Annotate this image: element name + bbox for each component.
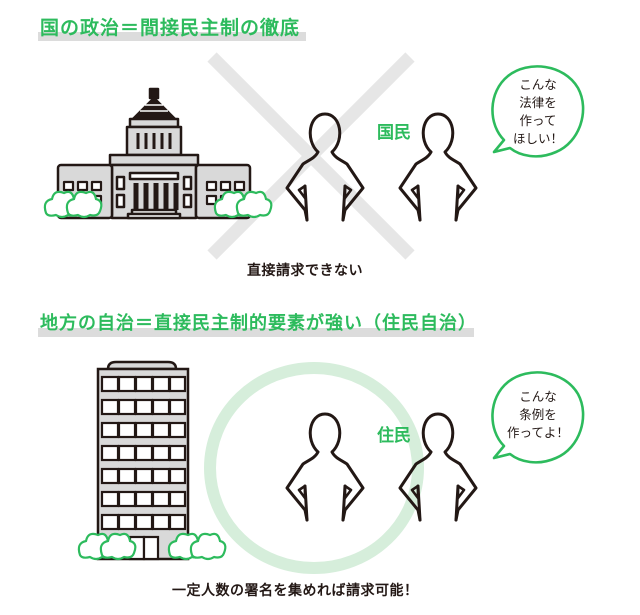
citizen-figure-icon [398, 112, 478, 222]
citizen-figure-icon [285, 112, 365, 222]
office-building-icon [77, 360, 227, 561]
speech-bubble-text: こんな 法律を 作って ほしい！ [512, 77, 563, 146]
residents-label: 住民 [377, 426, 411, 446]
circle-mark-icon [204, 362, 424, 574]
heading-underline-1 [38, 32, 306, 41]
heading-underline-2 [38, 328, 474, 337]
resident-figure-icon [285, 412, 365, 522]
speech-bubble-text: こんな 条例を 作ってよ！ [507, 389, 569, 440]
diet-building-icon [43, 87, 273, 220]
resident-figure-icon [398, 412, 478, 522]
section2-heading: 地方の自治＝直接民主制的要素が強い（住民自治） [40, 313, 477, 334]
section1-heading: 国の政治＝間接民主制の徹底 [40, 17, 301, 39]
section1-caption: 直接請求できない [247, 263, 363, 279]
speech-bubble-icon [491, 371, 585, 464]
citizens-label: 国民 [377, 123, 411, 143]
section2-caption: 一定人数の署名を集めれば請求可能！ [172, 583, 419, 599]
speech-bubble-icon [491, 65, 585, 158]
cross-mark-icon [207, 52, 415, 260]
